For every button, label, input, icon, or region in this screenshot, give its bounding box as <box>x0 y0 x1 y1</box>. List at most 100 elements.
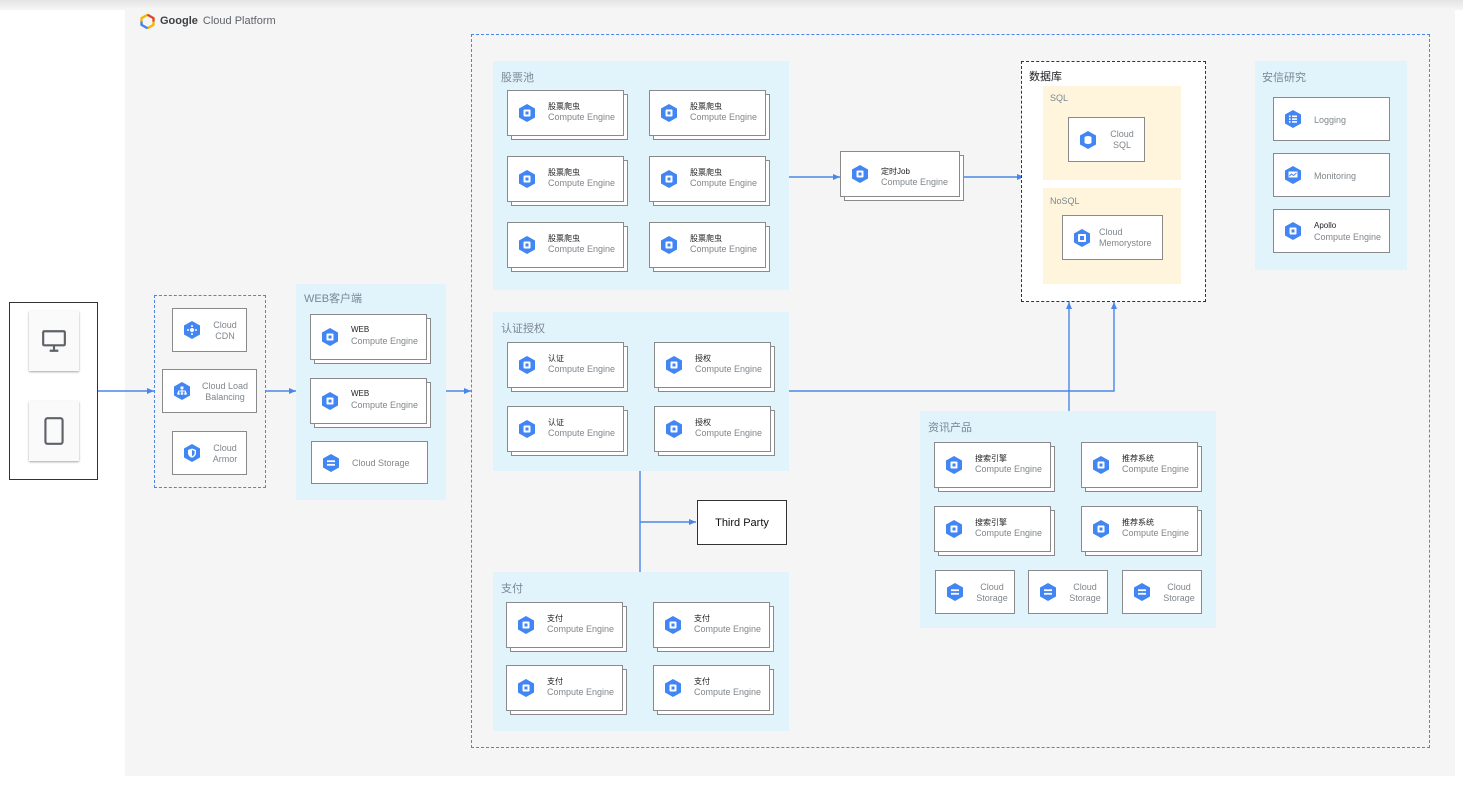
card-service: Compute Engine <box>975 464 1043 474</box>
cloud-sql-card[interactable]: Cloud SQL <box>1068 117 1145 162</box>
compute-engine-icon <box>519 420 535 438</box>
armor-icon <box>184 444 200 462</box>
card-service: Compute Engine <box>690 178 758 188</box>
cdn-icon <box>184 321 200 339</box>
compute-engine-icon <box>519 236 535 254</box>
card-service: Compute Engine <box>695 364 763 374</box>
news-title: 资讯产品 <box>928 422 972 434</box>
card-name: 股票爬虫 <box>548 168 580 177</box>
card-service: Compute Engine <box>694 624 762 634</box>
card-name: 认证 <box>548 354 564 363</box>
window-top-bar <box>0 0 1463 10</box>
third-party-box[interactable]: Third Party <box>697 500 787 545</box>
card-name: 股票爬虫 <box>548 102 580 111</box>
logging-label: Logging <box>1314 115 1347 125</box>
logging-icon <box>1285 110 1301 128</box>
card-service: Compute Engine <box>548 244 616 254</box>
cloud-memorystore-card[interactable]: Cloud Memorystore <box>1062 215 1163 260</box>
cron-job-card[interactable]: 定时Job Compute Engine <box>840 151 960 197</box>
compute-engine-icon <box>519 170 535 188</box>
cloud-sql-icon <box>1080 130 1096 149</box>
card-service: Compute Engine <box>1314 232 1382 242</box>
card-service: Compute Engine <box>1122 528 1190 538</box>
tablet-device <box>29 401 79 461</box>
compute-engine-icon <box>1093 456 1109 474</box>
edge-item-card-line1: Cloud <box>213 443 237 453</box>
cloud-storage-icon <box>1134 583 1150 601</box>
news-storage-card-line1: Cloud <box>980 582 1004 592</box>
desktop-device <box>29 311 79 371</box>
news-storage-card-line1: Cloud <box>1167 582 1191 592</box>
apollo-card[interactable]: Apollo Compute Engine <box>1273 209 1390 253</box>
compute-engine-icon <box>661 170 677 188</box>
card-name: 推荐系统 <box>1122 454 1154 463</box>
cloud-sql-line2: SQL <box>1112 140 1131 150</box>
nosql-zone-title: NoSQL <box>1050 196 1080 206</box>
cloud-storage-card[interactable]: Cloud Storage <box>311 441 428 484</box>
edge-item-card-line1: Cloud Load <box>201 381 249 391</box>
edge-item-card-line2: Armor <box>212 454 238 464</box>
auth-title: 认证授权 <box>501 323 545 335</box>
sql-zone-title: SQL <box>1050 93 1069 103</box>
card-name: 支付 <box>694 677 710 686</box>
stock-pool-title: 股票池 <box>501 72 534 84</box>
card-service: Compute Engine <box>547 624 615 634</box>
monitoring-icon <box>1285 166 1301 184</box>
logging-card[interactable]: Logging <box>1273 97 1390 141</box>
card-service: Compute Engine <box>881 177 949 187</box>
card-service: Compute Engine <box>975 528 1043 538</box>
card-name: 定时Job <box>881 167 910 176</box>
card-name: 股票爬虫 <box>690 102 722 111</box>
card-name: 股票爬虫 <box>690 234 722 243</box>
card-name: 授权 <box>695 354 711 363</box>
compute-engine-icon <box>322 392 338 410</box>
compute-engine-icon <box>661 236 677 254</box>
monitoring-card[interactable]: Monitoring <box>1273 153 1390 197</box>
news-storage-card-line2: Storage <box>1069 593 1101 603</box>
compute-engine-icon <box>852 165 868 183</box>
tablet-icon <box>44 417 64 445</box>
compute-engine-icon <box>666 420 682 438</box>
card-service: Compute Engine <box>548 178 616 188</box>
cloud-storage-icon <box>323 453 339 472</box>
card-name: 支付 <box>547 614 563 623</box>
compute-engine-icon <box>661 104 677 122</box>
card-name: WEB <box>351 389 370 398</box>
card-name: 股票爬虫 <box>548 234 580 243</box>
edge-security-group <box>154 295 266 488</box>
compute-engine-icon <box>665 679 681 697</box>
news-storage-card-line1: Cloud <box>1073 582 1097 592</box>
services-region <box>471 34 1430 748</box>
edge-item-card-line1: Cloud <box>213 320 237 330</box>
